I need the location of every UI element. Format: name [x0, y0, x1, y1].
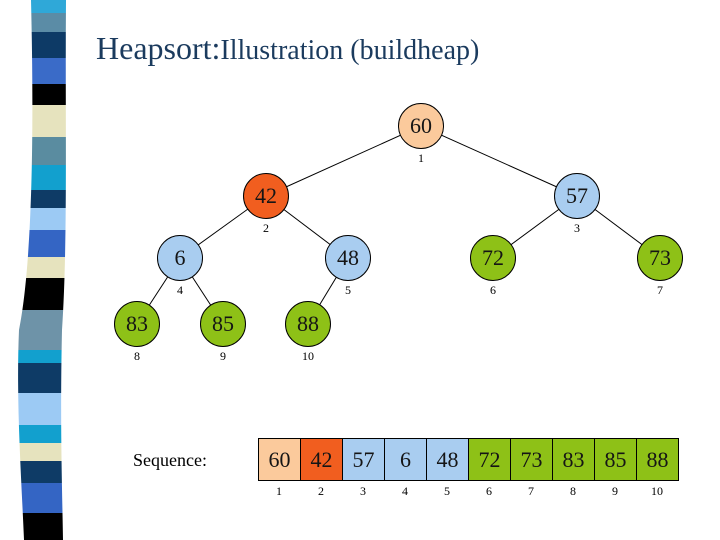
node-index-label: 7: [657, 283, 663, 297]
ribbon-segment: [18, 461, 67, 483]
ribbon-segment: [18, 393, 67, 425]
tree-node-value: 48: [337, 245, 359, 270]
tree-node-5: 48: [325, 235, 371, 281]
sequence-cell-value: 6: [400, 446, 411, 472]
tree-edge: [420, 125, 578, 197]
tree-node-value: 85: [212, 311, 234, 336]
sequence-cell-index: 4: [402, 484, 408, 498]
ribbon-segment: [18, 105, 67, 137]
node-index-label: 8: [134, 349, 140, 363]
sequence-cell-2: 42: [300, 438, 343, 481]
node-index-label: 5: [345, 283, 351, 297]
ribbon-segment: [18, 363, 67, 393]
sequence-cell-index: 5: [444, 484, 450, 498]
sequence-cell-1: 60: [258, 438, 301, 481]
sequence-cell-index: 2: [318, 484, 324, 498]
ribbon-segment: [18, 443, 67, 461]
tree-node-3: 57: [554, 173, 600, 219]
ribbon-segment: [18, 13, 67, 32]
sequence-cell-value: 88: [646, 446, 669, 472]
node-index-label: 3: [574, 221, 580, 235]
tree-node-2: 42: [243, 173, 289, 219]
node-index-label: 2: [263, 221, 269, 235]
sequence-cell-8: 83: [552, 438, 595, 481]
ribbon-segment: [18, 230, 67, 257]
ribbon-segment: [18, 137, 67, 165]
tree-node-9: 85: [200, 301, 246, 347]
tree-node-10: 88: [285, 301, 331, 347]
node-index-label: 4: [177, 283, 183, 297]
ribbon-segment: [18, 425, 67, 443]
node-index-label: 6: [490, 283, 496, 297]
sequence-cell-value: 72: [478, 446, 501, 472]
ribbon-segment: [18, 257, 67, 278]
ribbon-segment: [18, 483, 67, 513]
ribbon-segment: [18, 513, 67, 540]
ribbon-segment: [18, 84, 67, 105]
sequence-cell-index: 10: [651, 484, 663, 498]
sequence-cell-index: 3: [360, 484, 366, 498]
tree-node-value: 88: [297, 311, 319, 336]
sequence-cell-value: 48: [436, 446, 459, 472]
sequence-cell-10: 88: [636, 438, 679, 481]
sequence-cell-index: 7: [528, 484, 534, 498]
ribbon-segment: [18, 350, 67, 363]
tree-node-value: 57: [566, 183, 588, 208]
sequence-cell-value: 85: [604, 446, 627, 472]
ribbon-segment: [18, 310, 67, 350]
sequence-cell-3: 57: [342, 438, 385, 481]
ribbon-segment: [18, 58, 67, 84]
sequence-cell-value: 60: [268, 446, 291, 472]
tree-node-4: 6: [157, 235, 203, 281]
sequence-cell-4: 6: [384, 438, 427, 481]
brush-stroke-ribbon: [18, 0, 67, 540]
sequence-index-row: 1 2 3 4 5 6 7 8 9 10: [258, 484, 678, 499]
sequence-cell-index: 1: [276, 484, 282, 498]
sequence-cell-index: 8: [570, 484, 576, 498]
tree-node-8: 83: [114, 301, 160, 347]
sequence-cell-5: 48: [426, 438, 469, 481]
tree-node-value: 83: [126, 311, 148, 336]
node-index-label: 10: [302, 349, 314, 363]
ribbon-segment: [18, 190, 67, 208]
sequence-cell-index: 6: [486, 484, 492, 498]
page-title: Heapsort:Illustration (buildheap): [96, 30, 479, 67]
sequence-cell-9: 85: [594, 438, 637, 481]
tree-node-value: 72: [482, 245, 504, 270]
sequence-cell-6: 72: [468, 438, 511, 481]
tree-node-7: 73: [637, 235, 683, 281]
title-topic: Heapsort:: [96, 30, 221, 66]
tree-node-1: 60: [398, 103, 444, 149]
tree-node-value: 6: [174, 245, 186, 270]
ribbon-segment: [18, 208, 67, 230]
sequence-label: Sequence:: [133, 450, 207, 470]
sequence-array: 60 42 57 6 48 72 73 83 85 88: [258, 438, 679, 481]
tree-node-value: 73: [649, 245, 671, 270]
tree-edge: [265, 125, 422, 197]
title-subtitle: Illustration (buildheap): [220, 35, 480, 66]
sequence-cell-7: 73: [510, 438, 553, 481]
node-index-label: 1: [418, 151, 424, 165]
tree-node-value: 60: [410, 113, 432, 138]
ribbon-segment: [18, 278, 67, 310]
sequence-cell-value: 83: [562, 446, 585, 472]
sequence-cell-value: 57: [352, 446, 375, 472]
ribbon-segment: [18, 165, 67, 190]
tree-node-value: 42: [255, 183, 277, 208]
node-index-label: 9: [220, 349, 226, 363]
ribbon-segment: [18, 0, 67, 13]
sequence-cell-value: 42: [310, 446, 333, 472]
sequence-cell-value: 73: [520, 446, 543, 472]
ribbon-segment: [18, 32, 67, 58]
sequence-cell-index: 9: [612, 484, 618, 498]
tree-node-6: 72: [470, 235, 516, 281]
